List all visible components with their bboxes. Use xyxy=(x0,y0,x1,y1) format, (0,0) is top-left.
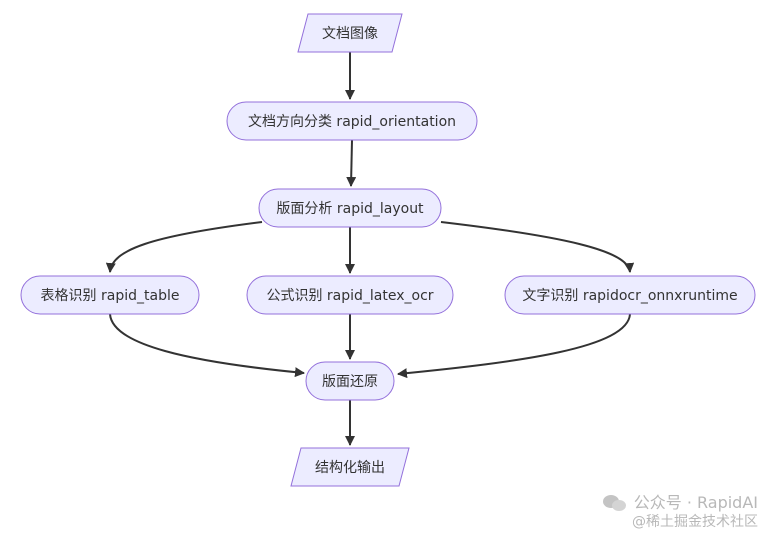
node-doc-image-label: 文档图像 xyxy=(322,26,378,42)
edge-ocr-to-restore xyxy=(397,313,631,379)
watermark-account-text: 公众号 · RapidAI xyxy=(633,492,758,512)
watermark-source: @稀土掘金技术社区 xyxy=(632,514,758,530)
watermark-account: 公众号 · RapidAI xyxy=(518,493,758,513)
node-layout-shape xyxy=(258,188,442,228)
node-orientation-shape xyxy=(226,101,478,141)
node-restore-shape xyxy=(305,361,395,401)
node-table-shape xyxy=(20,275,200,315)
node-restore-label: 版面还原 xyxy=(322,374,378,390)
edge-orientation-to-layout xyxy=(346,139,357,187)
node-layout: 版面分析 rapid_layout xyxy=(258,188,442,228)
node-layout-label: 版面分析 rapid_layout xyxy=(276,201,424,217)
node-ocr: 文字识别 rapidocr_onnxruntime xyxy=(504,275,756,315)
node-latex-shape xyxy=(246,275,454,315)
watermark: 公众号 · RapidAI @稀土掘金技术社区 xyxy=(518,493,758,530)
edge-layout-to-table xyxy=(105,221,263,273)
wechat-icon xyxy=(602,493,629,513)
node-doc-image: 文档图像 xyxy=(297,13,403,53)
node-orientation-label: 文档方向分类 rapid_orientation xyxy=(248,114,456,130)
node-table-label: 表格识别 rapid_table xyxy=(41,288,180,304)
node-latex: 公式识别 rapid_latex_ocr xyxy=(246,275,454,315)
node-ocr-shape xyxy=(504,275,756,315)
edge-layout-to-ocr xyxy=(440,221,635,273)
node-output-label: 结构化输出 xyxy=(315,460,385,476)
node-restore: 版面还原 xyxy=(305,361,395,401)
node-output-shape xyxy=(290,447,410,487)
edge-table-to-restore xyxy=(109,313,305,378)
node-output: 结构化输出 xyxy=(290,447,410,487)
node-orientation: 文档方向分类 rapid_orientation xyxy=(226,101,478,141)
node-ocr-label: 文字识别 rapidocr_onnxruntime xyxy=(522,288,737,304)
node-table: 表格识别 rapid_table xyxy=(20,275,200,315)
node-latex-label: 公式识别 rapid_latex_ocr xyxy=(266,288,433,304)
node-doc-image-shape xyxy=(297,13,403,53)
